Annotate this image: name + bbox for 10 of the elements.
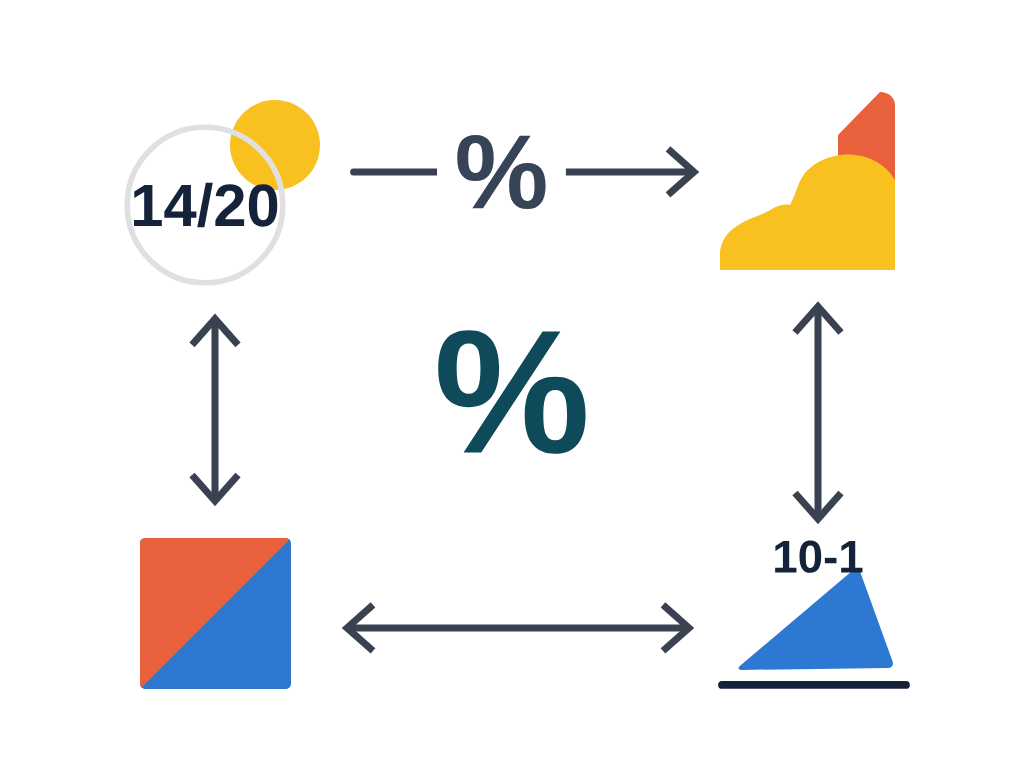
ring-drawing: 14/20 xyxy=(124,100,320,286)
arrow xyxy=(341,602,695,654)
percent-sign: % xyxy=(438,330,586,454)
arrow xyxy=(189,313,241,507)
cloud-drawing xyxy=(720,92,895,270)
arrow xyxy=(792,301,844,525)
node-label: 10-1 xyxy=(775,540,863,573)
square-drawing xyxy=(140,538,291,689)
triangle-drawing: 10-1 xyxy=(718,540,910,689)
edge-label: % xyxy=(437,134,566,210)
